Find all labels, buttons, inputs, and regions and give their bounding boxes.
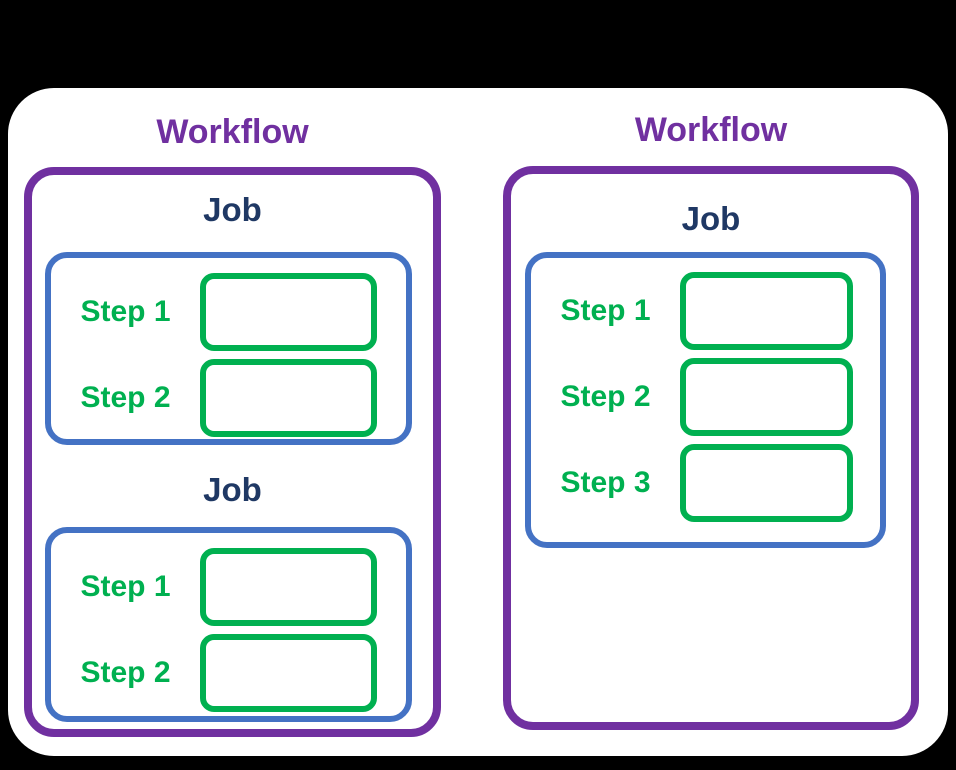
step-label: Step 2 <box>80 656 171 689</box>
steps-list: Step 1 Step 2 <box>51 533 406 716</box>
job-label: Job <box>203 471 262 508</box>
step-box <box>200 273 377 351</box>
workflow-box: Job Step 1 Step 2 Step 3 <box>503 166 919 730</box>
step-box <box>680 358 853 436</box>
step-row: Step 2 <box>531 358 853 436</box>
step-row: Step 1 <box>531 272 853 350</box>
steps-list: Step 1 Step 2 Step 3 <box>531 258 880 542</box>
workflow-title: Workflow <box>634 111 788 149</box>
step-row: Step 2 <box>51 634 377 712</box>
step-label: Step 3 <box>560 466 651 499</box>
job-label: Job <box>681 200 741 237</box>
workflow-title: Workflow <box>156 113 309 151</box>
job-box: Step 1 Step 2 <box>45 527 412 722</box>
job-label: Job <box>203 191 262 228</box>
job-box: Step 1 Step 2 <box>45 252 412 445</box>
step-box <box>680 272 853 350</box>
step-row: Step 3 <box>531 444 853 522</box>
step-label: Step 2 <box>80 381 171 414</box>
job-box: Step 1 Step 2 Step 3 <box>525 252 886 548</box>
step-label: Step 1 <box>560 294 651 327</box>
step-box <box>200 359 377 437</box>
step-row: Step 2 <box>51 359 377 437</box>
workflow-box: Job Step 1 Step 2 Job Step <box>24 167 441 737</box>
step-box <box>680 444 853 522</box>
step-row: Step 1 <box>51 548 377 626</box>
step-box <box>200 548 377 626</box>
step-label: Step 1 <box>80 295 171 328</box>
step-label: Step 1 <box>80 570 171 603</box>
diagram-panel: Workflow Job Step 1 Step 2 Job <box>8 88 948 756</box>
step-box <box>200 634 377 712</box>
step-label: Step 2 <box>560 380 651 413</box>
step-row: Step 1 <box>51 273 377 351</box>
steps-list: Step 1 Step 2 <box>51 258 406 439</box>
